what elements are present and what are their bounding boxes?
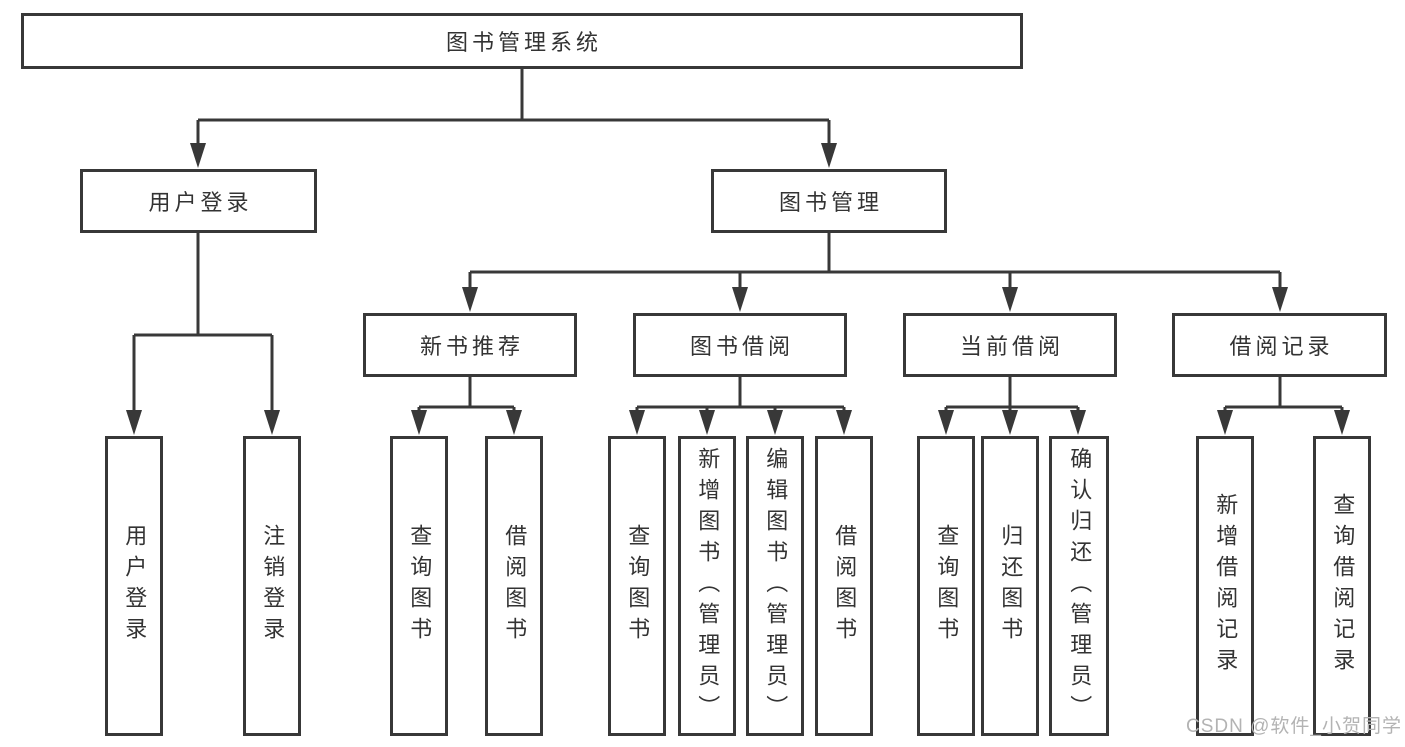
connector-path	[1223, 377, 1344, 414]
connector-root-to-level2	[190, 67, 837, 168]
connector-borrow-records-children	[1217, 377, 1350, 435]
arrowhead-icon	[1002, 410, 1018, 435]
node-label: 图书借阅	[689, 334, 794, 359]
connector-current-borrow-children	[938, 377, 1086, 435]
arrowhead-icon	[699, 410, 715, 435]
leaf-br-add-record: 新增借阅记录	[1196, 436, 1254, 736]
connector-book-mgmt-children	[462, 233, 1288, 312]
arrowhead-icon	[836, 410, 852, 435]
node-label: 新书推荐	[419, 334, 524, 359]
arrowhead-icon	[1272, 287, 1288, 312]
leaf-label: 归还图书	[998, 524, 1024, 648]
arrowhead-icon	[1070, 410, 1086, 435]
node-label: 图书管理系统	[445, 30, 602, 55]
leaf-label: 借阅图书	[832, 524, 858, 648]
node-new-book-rec: 新书推荐	[363, 313, 577, 377]
node-book-mgmt: 图书管理	[711, 169, 947, 233]
connector-new-book-rec-children	[411, 377, 522, 435]
leaf-user-login: 用户登录	[105, 436, 163, 736]
arrowhead-icon	[1334, 410, 1350, 435]
leaf-label: 新增图书（管理员）	[695, 446, 721, 726]
node-label: 图书管理	[778, 190, 883, 215]
leaf-label: 确认归还（管理员）	[1067, 446, 1093, 726]
connector-user-login-children	[126, 233, 280, 435]
arrowhead-icon	[411, 410, 427, 435]
leaf-bb-edit-books-admin: 编辑图书（管理员）	[746, 436, 804, 736]
arrowhead-icon	[732, 287, 748, 312]
leaf-label: 注销登录	[260, 524, 286, 648]
arrowhead-icon	[264, 410, 280, 435]
leaf-logout: 注销登录	[243, 436, 301, 736]
arrowhead-icon	[629, 410, 645, 435]
leaf-cb-query-books: 查询图书	[917, 436, 975, 736]
arrowhead-icon	[190, 143, 206, 168]
leaf-label: 查询图书	[625, 524, 651, 648]
leaf-label: 用户登录	[122, 524, 148, 648]
node-borrow-records: 借阅记录	[1172, 313, 1387, 377]
node-user-login: 用户登录	[80, 169, 317, 233]
leaf-label: 借阅图书	[502, 524, 528, 648]
connector-book-borrow-children	[629, 377, 852, 435]
node-book-borrow: 图书借阅	[633, 313, 847, 377]
leaf-cb-confirm-return-admin: 确认归还（管理员）	[1049, 436, 1109, 736]
node-label: 用户登录	[148, 190, 253, 215]
leaf-label: 编辑图书（管理员）	[763, 446, 789, 726]
arrowhead-icon	[126, 410, 142, 435]
connector-path	[196, 67, 831, 145]
leaf-nbr-query-books: 查询图书	[390, 436, 448, 736]
arrowhead-icon	[938, 410, 954, 435]
connector-path	[468, 233, 1282, 289]
arrowhead-icon	[1002, 287, 1018, 312]
arrowhead-icon	[1217, 410, 1233, 435]
leaf-bb-query-books: 查询图书	[608, 436, 666, 736]
leaf-br-query-record: 查询借阅记录	[1313, 436, 1371, 736]
leaf-nbr-borrow-books: 借阅图书	[485, 436, 543, 736]
connector-path	[635, 377, 846, 414]
node-label: 当前借阅	[959, 334, 1064, 359]
arrowhead-icon	[767, 410, 783, 435]
connector-path	[417, 377, 516, 414]
arrowhead-icon	[462, 287, 478, 312]
connector-path	[132, 233, 274, 413]
connector-path	[944, 377, 1080, 414]
leaf-label: 查询图书	[407, 524, 433, 648]
leaf-bb-add-books-admin: 新增图书（管理员）	[678, 436, 736, 736]
node-root: 图书管理系统	[21, 13, 1023, 69]
leaf-bb-borrow-books: 借阅图书	[815, 436, 873, 736]
node-label: 借阅记录	[1229, 334, 1334, 359]
watermark: CSDN @软件_小贺同学	[1186, 716, 1402, 737]
arrowhead-icon	[506, 410, 522, 435]
leaf-cb-return-books: 归还图书	[981, 436, 1039, 736]
node-current-borrow: 当前借阅	[903, 313, 1117, 377]
arrowhead-icon	[821, 143, 837, 168]
leaf-label: 新增借阅记录	[1213, 493, 1239, 679]
leaf-label: 查询图书	[934, 524, 960, 648]
leaf-label: 查询借阅记录	[1330, 493, 1356, 679]
